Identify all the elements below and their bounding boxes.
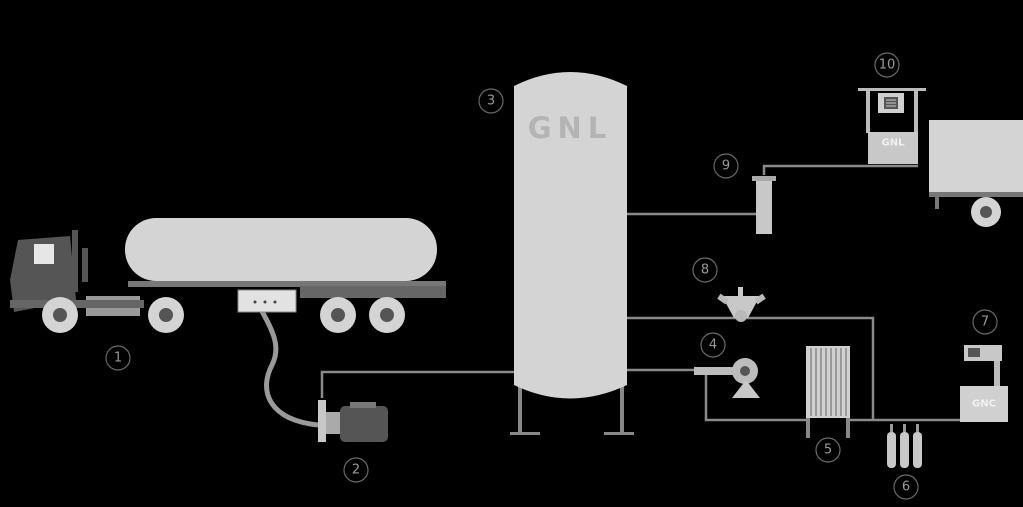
- lng-dispenser: GNL: [858, 88, 926, 164]
- marker-5: 5: [815, 437, 841, 463]
- trailer-tank: [125, 218, 437, 281]
- svg-text:10: 10: [879, 58, 896, 73]
- delivery-truck: [929, 120, 1023, 227]
- cng-storage-cylinders: [887, 424, 922, 468]
- svg-text:1: 1: [114, 351, 122, 366]
- trailer-chassis: [128, 281, 446, 287]
- trailer-rear-frame: [300, 286, 446, 298]
- marker-9: 9: [713, 153, 739, 179]
- cng-dispenser: GNC: [960, 345, 1008, 422]
- pump-base: [732, 380, 760, 398]
- cab-window: [34, 244, 54, 264]
- lng-storage-tank: GNL: [510, 72, 634, 435]
- cng-dispenser-label: GNC: [972, 399, 996, 410]
- pipe-pump-to-vaporizer: [704, 375, 806, 422]
- truck-cab: [10, 236, 76, 312]
- marker-6: 6: [893, 474, 919, 500]
- svg-text:3: 3: [487, 94, 495, 109]
- lng-tanker-truck: [10, 218, 446, 333]
- vaporizer: [806, 346, 850, 438]
- pipe-network: [253, 164, 962, 428]
- pipe-pump-to-tank: [320, 370, 514, 398]
- marker-8: 8: [692, 257, 718, 283]
- pipe-dispenser-to-station: [762, 164, 918, 175]
- trailer-cabinet: [237, 289, 297, 313]
- lng-dispenser-nozzle: [752, 176, 776, 234]
- tank-shell: [514, 72, 627, 399]
- marker-4: 4: [700, 332, 726, 358]
- marker-1: 1: [105, 345, 131, 371]
- number-markers: 1 2 3 4 5 6 7 8: [105, 52, 998, 500]
- truck-wheels: [42, 297, 405, 333]
- marker-10: 10: [874, 52, 900, 78]
- transfer-pump: [318, 400, 388, 442]
- flexible-hose: [253, 298, 319, 428]
- svg-text:8: 8: [701, 263, 709, 278]
- lng-dispenser-label: GNL: [882, 138, 906, 149]
- svg-text:9: 9: [722, 159, 730, 174]
- svg-text:7: 7: [981, 315, 989, 330]
- svg-text:6: 6: [902, 480, 910, 495]
- pipe-tank-to-ambient: [627, 316, 875, 420]
- marker-7: 7: [972, 309, 998, 335]
- svg-text:5: 5: [824, 443, 832, 458]
- pressure-regulator: [717, 287, 766, 322]
- marker-3: 3: [478, 88, 504, 114]
- high-pressure-pump: [694, 358, 760, 398]
- svg-text:2: 2: [352, 463, 360, 478]
- marker-2: 2: [343, 457, 369, 483]
- tank-label: GNL: [528, 111, 613, 145]
- svg-text:4: 4: [709, 338, 717, 353]
- exhaust-stack: [72, 230, 78, 292]
- pump-motor: [340, 406, 388, 442]
